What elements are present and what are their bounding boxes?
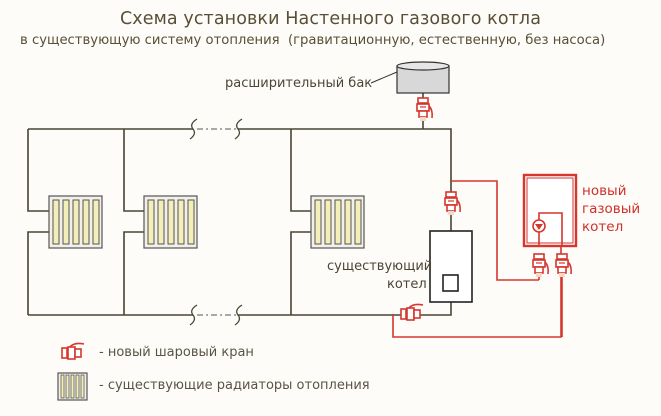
diagram-title: Схема установки Настенного газового котл… — [119, 9, 542, 29]
legend-item-valve: - новый шаровый кран — [99, 345, 254, 360]
expansion-tank — [370, 61, 450, 94]
break-mark — [234, 118, 243, 140]
diagram-subtitle: в существующую систему отопления (гравит… — [20, 33, 606, 48]
tank-leader-line — [370, 71, 398, 84]
new-boiler-label-line3: котел — [582, 219, 624, 235]
legend-ball-valve-icon — [61, 342, 85, 360]
pipe-break-marks — [189, 118, 243, 326]
riser-3 — [290, 129, 311, 315]
existing-boiler-label-line1: существующий — [327, 259, 433, 274]
new-gas-boiler — [522, 173, 578, 248]
radiator — [48, 195, 103, 249]
new-supply-pipe — [451, 180, 539, 281]
break-mark — [189, 304, 198, 326]
legend-radiator-icon — [57, 372, 88, 401]
ball-valve-icon — [532, 253, 550, 278]
existing-pipework — [27, 93, 452, 316]
ball-valve-icon — [555, 253, 573, 278]
riser-1 — [27, 129, 49, 315]
ball-valve-icon — [416, 97, 434, 122]
break-mark — [189, 118, 198, 140]
new-boiler-label-line1: новый — [582, 183, 627, 199]
bottom-pipe-right — [238, 302, 452, 316]
new-return-pipe — [392, 246, 562, 338]
legend-item-radiator: - существующие радиаторы отопления — [99, 378, 370, 393]
break-dashes — [197, 128, 238, 316]
existing-boiler-label-line2: котел — [387, 277, 427, 292]
ball-valve-icon — [444, 191, 462, 216]
break-mark — [234, 304, 243, 326]
expansion-tank-label: расширительный бак — [225, 76, 373, 91]
new-boiler-label-line2: газовый — [582, 201, 641, 217]
riser-2 — [123, 129, 144, 315]
radiator — [310, 195, 365, 249]
radiator — [143, 195, 198, 249]
existing-boiler — [429, 230, 473, 303]
ball-valve-icon — [400, 303, 424, 321]
